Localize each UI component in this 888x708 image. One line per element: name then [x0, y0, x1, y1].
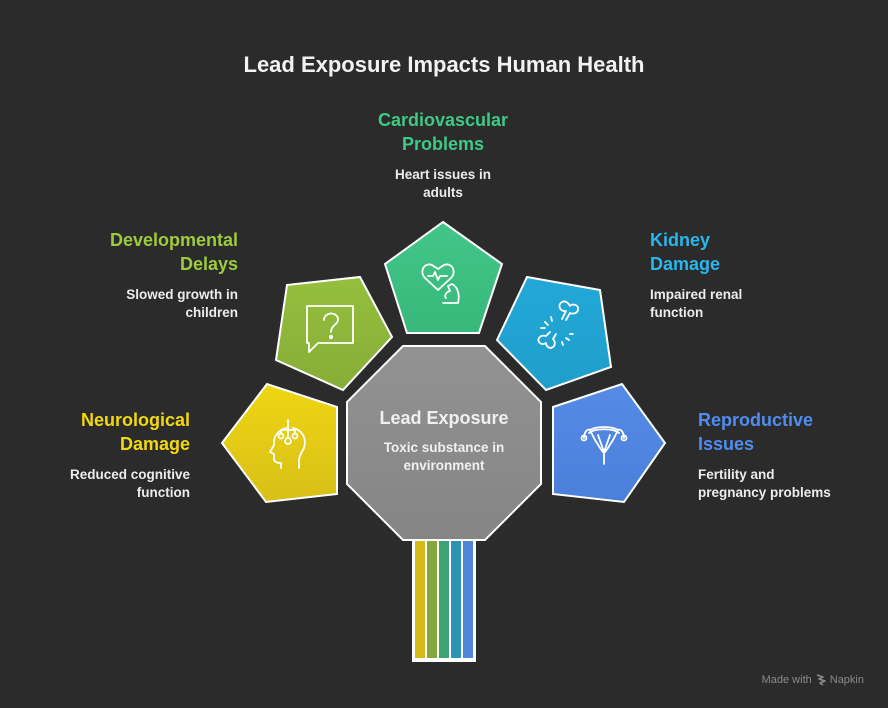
made-with-text: Made with — [761, 674, 812, 686]
reproductive-node — [552, 382, 667, 504]
kidney-desc-line1: Impaired renal — [650, 287, 743, 302]
neurological-desc-line1: Reduced cognitive — [69, 467, 190, 482]
developmental-desc-line2: children — [185, 305, 238, 320]
cardiovascular-desc-line1: Heart issues in — [394, 167, 492, 182]
center-label: Lead Exposure Toxic substance in environ… — [346, 408, 542, 475]
cardiovascular-desc-line2: adults — [423, 185, 463, 200]
napkin-brand-text: Napkin — [829, 674, 864, 686]
napkin-logo-icon — [816, 674, 826, 686]
page-title: Lead Exposure Impacts Human Health — [243, 52, 645, 77]
cardiovascular-title-line2: Problems — [401, 134, 485, 154]
center-description: Toxic substance in environment — [383, 440, 505, 473]
reproductive-title-line2: Issues — [698, 434, 755, 454]
kidney-title-line2: Damage — [650, 254, 721, 274]
neurological-title-line2: Damage — [119, 434, 190, 454]
napkin-watermark[interactable]: Made with Napkin — [762, 674, 864, 686]
stem-bar-developmental — [427, 540, 437, 658]
neurological-title-line1: Neurological — [80, 410, 190, 430]
developmental-node — [274, 275, 394, 392]
stem-bar-reproductive — [463, 540, 473, 658]
kidney-node — [495, 275, 613, 392]
cardiovascular-label: Cardiovascular Problems Heart issues in … — [343, 108, 543, 202]
kidney-title-line1: Kidney — [650, 230, 711, 250]
stem-bar-cardiovascular — [439, 540, 449, 658]
cardiovascular-title-line1: Cardiovascular — [377, 110, 509, 130]
cardiovascular-node — [383, 220, 504, 334]
developmental-label: Developmental Delays Slowed growth in ch… — [40, 228, 238, 322]
heart-muscle-icon — [421, 263, 460, 304]
developmental-title-line2: Delays — [179, 254, 238, 274]
reproductive-title-line1: Reproductive — [698, 410, 814, 430]
neurological-label: Neurological Damage Reduced cognitive fu… — [0, 408, 190, 502]
kidney-label: Kidney Damage Impaired renal function — [650, 228, 850, 322]
center-title: Lead Exposure — [379, 408, 509, 428]
stem-bar-neurological — [415, 540, 425, 658]
reproductive-desc-line1: Fertility and — [698, 467, 775, 482]
neurological-node — [220, 382, 338, 504]
stem-bar-kidney — [451, 540, 461, 658]
reproductive-desc-line2: pregnancy problems — [698, 485, 831, 500]
reproductive-label: Reproductive Issues Fertility and pregna… — [698, 408, 888, 502]
broken-bone-icon — [537, 300, 579, 349]
neurological-desc-line2: function — [136, 485, 190, 500]
developmental-title-line1: Developmental — [109, 230, 238, 250]
kidney-desc-line2: function — [650, 305, 704, 320]
head-circuit-icon — [269, 419, 306, 469]
uterus-icon — [580, 426, 628, 465]
developmental-desc-line1: Slowed growth in — [126, 287, 238, 302]
stem-bars — [412, 538, 476, 662]
center-octagon — [346, 345, 542, 541]
question-bubble-icon — [306, 305, 354, 353]
